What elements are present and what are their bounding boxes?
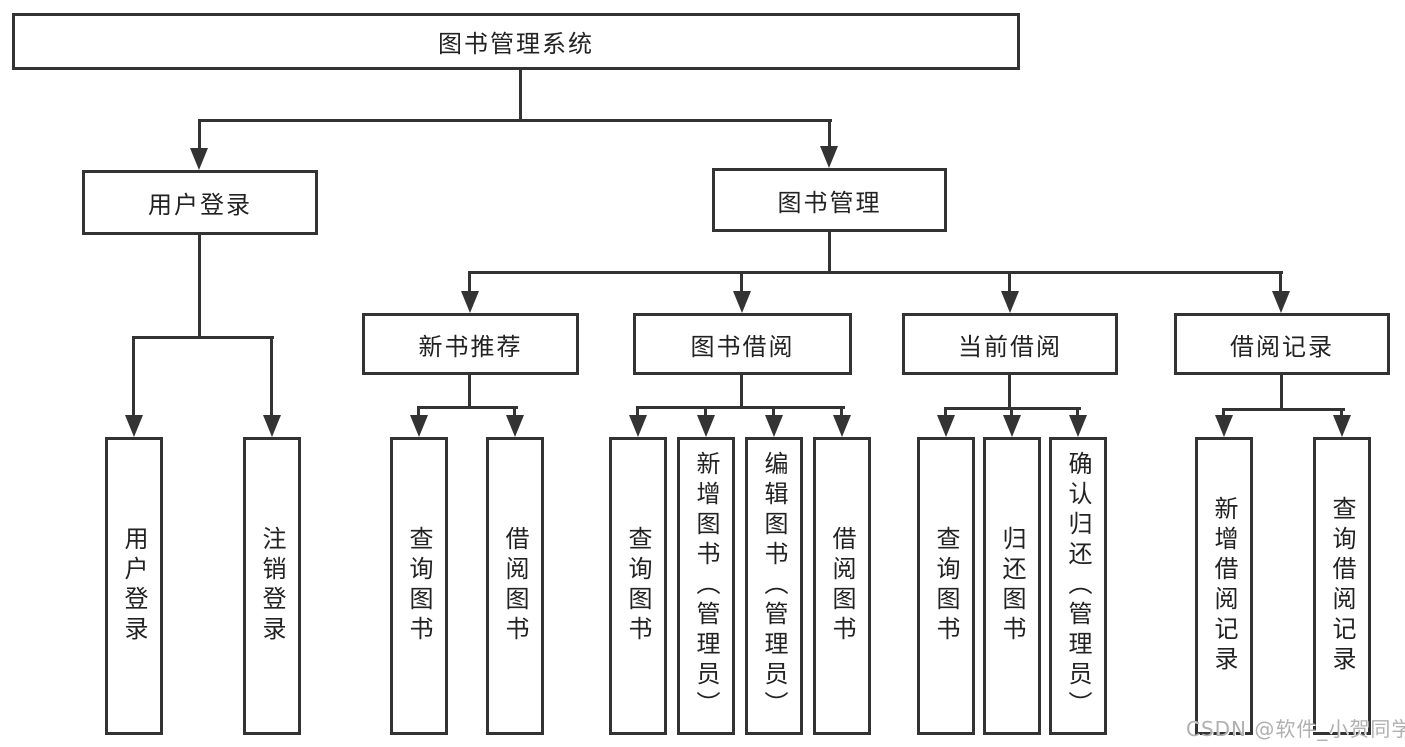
leaf-borrow-books-recommend: 借阅图书 [486,437,544,735]
leaf-label: 借阅图书 [501,526,529,646]
connector-line [198,119,201,150]
connector-line [1008,271,1011,291]
leaf-label: 编辑图书（管理员） [760,451,788,721]
connector-login-bar [134,336,274,339]
connector-line [1008,375,1011,407]
connector-line [270,336,273,415]
node-new-book-recommendation: 新书推荐 [362,313,579,375]
leaf-query-books-recommend: 查询图书 [390,437,448,735]
arrow-down-icon [190,148,208,170]
leaf-logout: 注销登录 [243,437,301,735]
connector-line [1010,407,1013,417]
connector-line [740,375,743,406]
arrow-down-icon [765,415,783,437]
connector-line [704,406,707,417]
connector-line [132,336,135,415]
arrow-down-icon [733,291,751,313]
leaf-label: 查询借阅记录 [1328,496,1356,676]
connector-line [840,406,843,417]
connector-line [468,271,471,291]
arrow-down-icon [833,415,851,437]
node-current-borrowing: 当前借阅 [902,313,1118,375]
arrow-down-icon [1333,415,1351,437]
leaf-label: 查询图书 [405,526,433,646]
leaf-query-books-current: 查询图书 [917,437,975,735]
connector-line [636,406,639,417]
arrow-down-icon [1272,291,1290,313]
connector-bar [1224,408,1345,411]
connector-line [1076,407,1079,417]
connector-line [1222,408,1225,417]
leaf-query-books-borrowing: 查询图书 [609,437,667,735]
node-user-login: 用户登录 [82,170,318,235]
arrow-down-icon [937,415,955,437]
leaf-add-borrow-record: 新增借阅记录 [1195,437,1253,735]
leaf-label: 查询图书 [624,526,652,646]
arrow-down-icon [410,415,428,437]
leaf-label: 确认归还（管理员） [1064,451,1092,721]
leaf-label: 归还图书 [998,526,1026,646]
connector-root-stem [519,70,522,119]
node-book-borrowing: 图书借阅 [633,313,852,375]
connector-sections-bar [470,271,1283,274]
arrow-down-icon [629,415,647,437]
connector-level1-bar [198,119,832,122]
node-borrowing-records: 借阅记录 [1174,313,1390,375]
leaf-confirm-return-admin: 确认归还（管理员） [1049,437,1107,735]
arrow-down-icon [820,146,838,168]
node-library-management-system: 图书管理系统 [12,13,1020,70]
connector-management-stem [828,232,831,271]
connector-line [1340,408,1343,417]
leaf-label: 用户登录 [120,526,148,646]
leaf-edit-book-admin: 编辑图书（管理员） [745,437,803,735]
leaf-add-book-admin: 新增图书（管理员） [677,437,735,735]
leaf-user-login: 用户登录 [105,437,163,735]
arrow-down-icon [1069,415,1087,437]
arrow-down-icon [125,415,143,437]
leaf-label: 注销登录 [258,526,286,646]
leaf-return-book: 归还图书 [983,437,1041,735]
connector-line [513,406,516,417]
connector-line [740,271,743,291]
connector-bar [419,406,518,409]
leaf-label: 新增图书（管理员） [692,451,720,721]
connector-line [828,119,831,148]
connector-bar [638,406,845,409]
leaf-label: 借阅图书 [828,526,856,646]
leaf-label: 新增借阅记录 [1210,496,1238,676]
arrow-down-icon [461,291,479,313]
leaf-borrow-book: 借阅图书 [813,437,871,735]
csdn-watermark: CSDN @软件_小贺同学 [1186,717,1405,741]
arrow-down-icon [1215,415,1233,437]
arrow-down-icon [1001,291,1019,313]
leaf-query-borrow-record: 查询借阅记录 [1313,437,1371,735]
connector-line [417,406,420,417]
arrow-down-icon [1003,415,1021,437]
connector-line [468,375,471,406]
connector-line [772,406,775,417]
arrow-down-icon [697,415,715,437]
arrow-down-icon [506,415,524,437]
node-book-management: 图书管理 [712,168,947,232]
connector-login-stem [198,235,201,336]
connector-line [1279,271,1282,291]
connector-line [944,407,947,417]
leaf-label: 查询图书 [932,526,960,646]
arrow-down-icon [263,415,281,437]
connector-line [1280,375,1283,408]
connector-bar [946,407,1081,410]
